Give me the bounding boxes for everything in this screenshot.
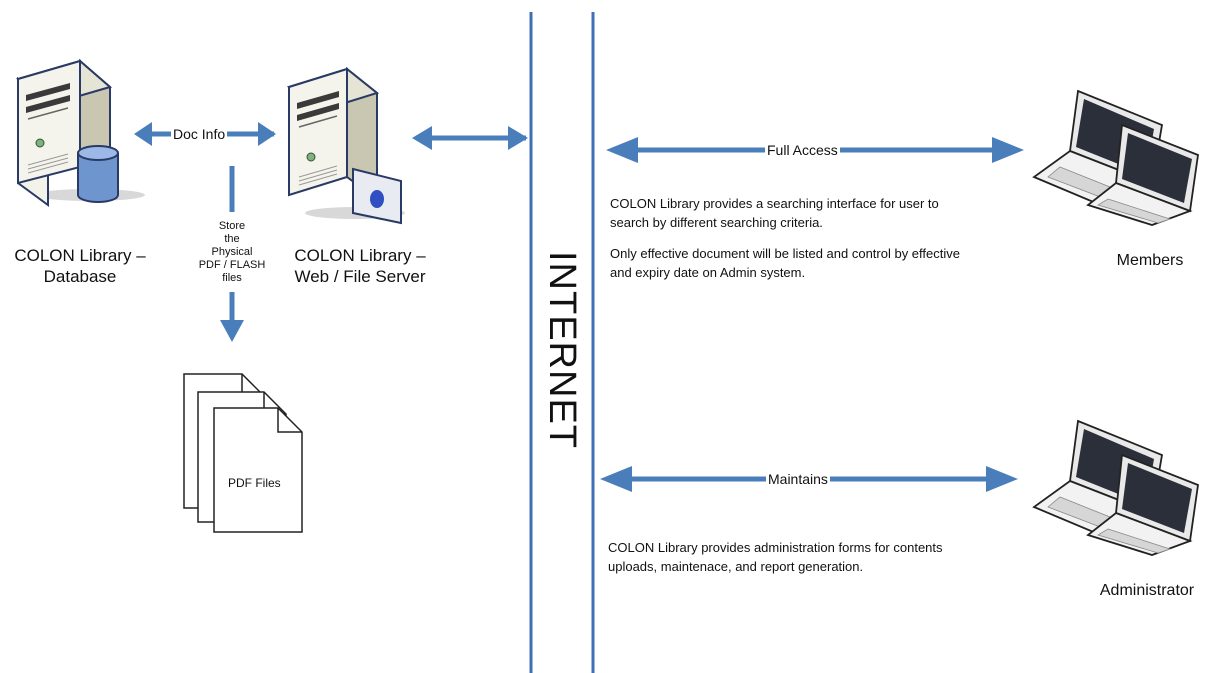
- database-label-line2: Database: [43, 267, 117, 286]
- administrator-description: COLON Library provides administration fo…: [608, 538, 943, 576]
- store-line: PDF / FLASH: [198, 259, 266, 271]
- webserver-label: COLON Library – Web / File Server: [275, 245, 445, 287]
- members-desc-line: and expiry date on Admin system.: [610, 265, 806, 280]
- documents-icon: [183, 373, 303, 533]
- webserver-label-line1: COLON Library –: [294, 246, 426, 265]
- admin-desc-line: COLON Library provides administration fo…: [608, 540, 943, 555]
- maintains-label: Maintains: [766, 471, 830, 487]
- store-line: files: [222, 272, 242, 284]
- full-access-label: Full Access: [765, 142, 840, 158]
- doc-info-label: Doc Info: [171, 126, 228, 142]
- members-desc-line: COLON Library provides a searching inter…: [610, 196, 939, 211]
- database-server-icon: [15, 58, 145, 207]
- database-label: COLON Library – Database: [5, 245, 155, 287]
- admin-desc-line: uploads, maintenace, and report generati…: [608, 559, 864, 574]
- store-arrow: [220, 166, 244, 342]
- web-file-server-icon: [286, 66, 405, 225]
- pdf-files-label: PDF Files: [228, 476, 281, 490]
- members-desc-line: search by different searching criteria.: [610, 215, 823, 230]
- store-line: Store: [218, 220, 246, 232]
- members-label: Members: [1116, 252, 1184, 269]
- members-description: COLON Library provides a searching inter…: [610, 194, 960, 282]
- store-label: Store the Physical PDF / FLASH files: [192, 220, 272, 285]
- store-line: the: [224, 233, 240, 245]
- webserver-label-line2: Web / File Server: [294, 267, 426, 286]
- store-line: Physical: [211, 246, 253, 258]
- administrator-label: Administrator: [1099, 582, 1195, 599]
- members-desc-line: Only effective document will be listed a…: [610, 246, 960, 261]
- members-laptops-icon: [1032, 89, 1199, 226]
- administrator-laptops-icon: [1032, 419, 1199, 556]
- database-label-line1: COLON Library –: [14, 246, 146, 265]
- webserver-internet-arrow: [412, 126, 528, 150]
